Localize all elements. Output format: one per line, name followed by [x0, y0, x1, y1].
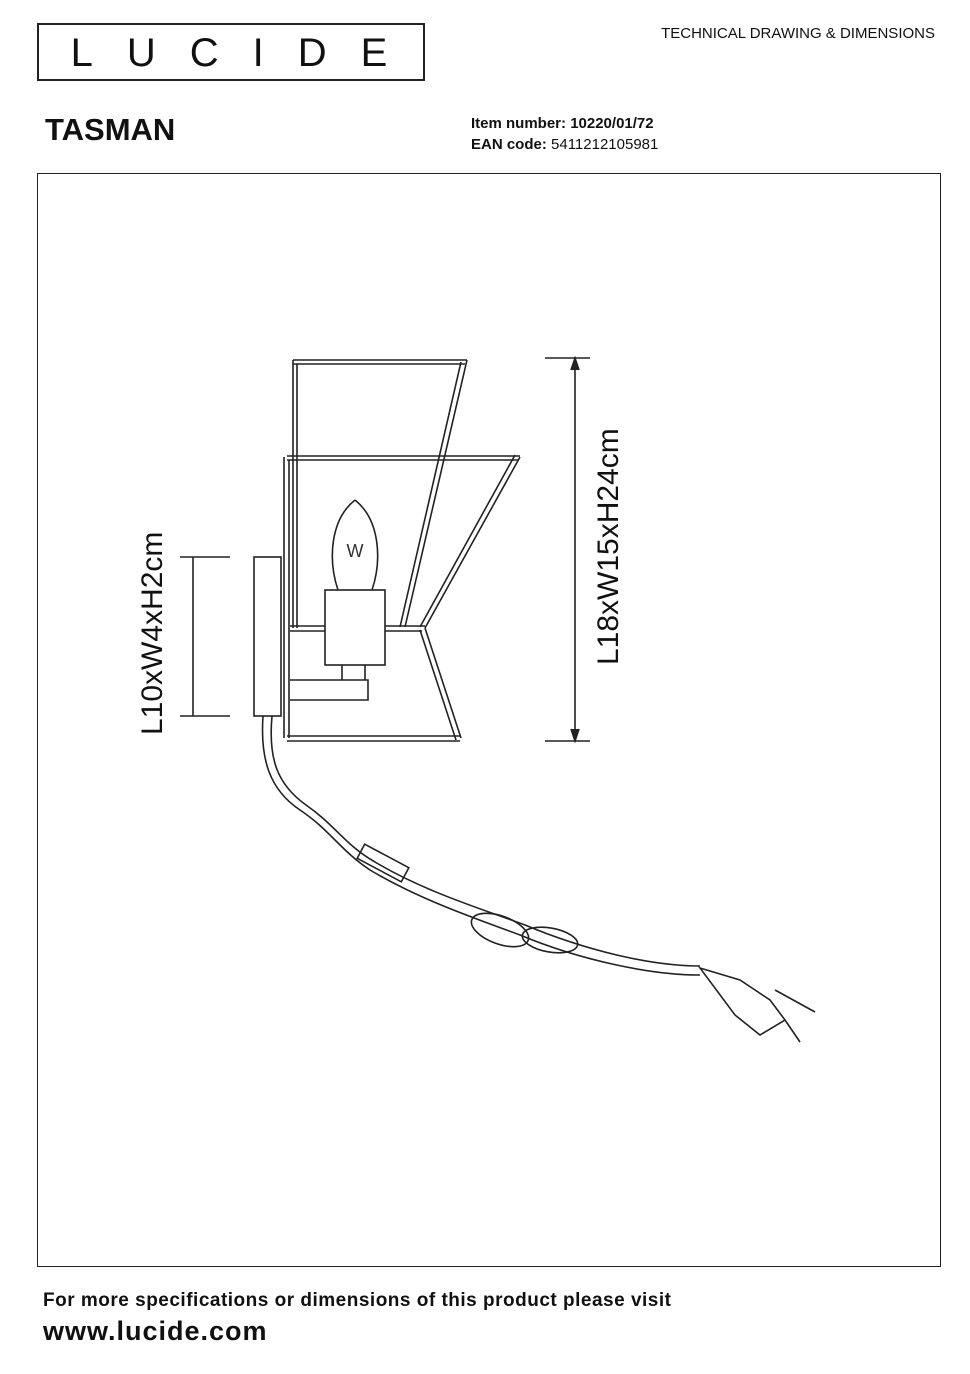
footer-text: For more specifications or dimensions of… — [43, 1290, 672, 1311]
dimension-base — [180, 556, 230, 717]
ean-code: 5411212105981 — [551, 136, 659, 153]
sheet-heading: TECHNICAL DRAWING & DIMENSIONS — [661, 25, 935, 42]
brand-logo: LUCIDE — [37, 23, 425, 81]
plug — [697, 966, 816, 1043]
lamp-frame — [283, 359, 521, 742]
cable-coil — [470, 912, 530, 948]
item-number: 10220/01/72 — [570, 115, 654, 132]
drawing-frame — [37, 173, 941, 1267]
arm — [290, 665, 369, 701]
item-label: Item number: — [471, 115, 567, 132]
base-dimension-label: L10xW4xH2cm — [136, 532, 169, 735]
bulb-label: W — [347, 541, 364, 561]
bulb-icon — [331, 499, 379, 591]
socket — [324, 589, 386, 666]
ean-label: EAN code: — [471, 136, 547, 153]
cable-switch — [356, 843, 410, 883]
product-name: TASMAN — [45, 112, 176, 147]
dimension-lamp — [545, 355, 590, 744]
wall-plate — [253, 556, 282, 717]
lamp-dimension-label: L18xW15xH24cm — [592, 428, 625, 665]
footer-link[interactable]: www.lucide.com — [43, 1316, 268, 1346]
brand-text: LUCIDE — [70, 31, 422, 75]
power-cable — [261, 715, 701, 976]
product-meta: Item number: 10220/01/72 EAN code: 54112… — [471, 113, 658, 155]
